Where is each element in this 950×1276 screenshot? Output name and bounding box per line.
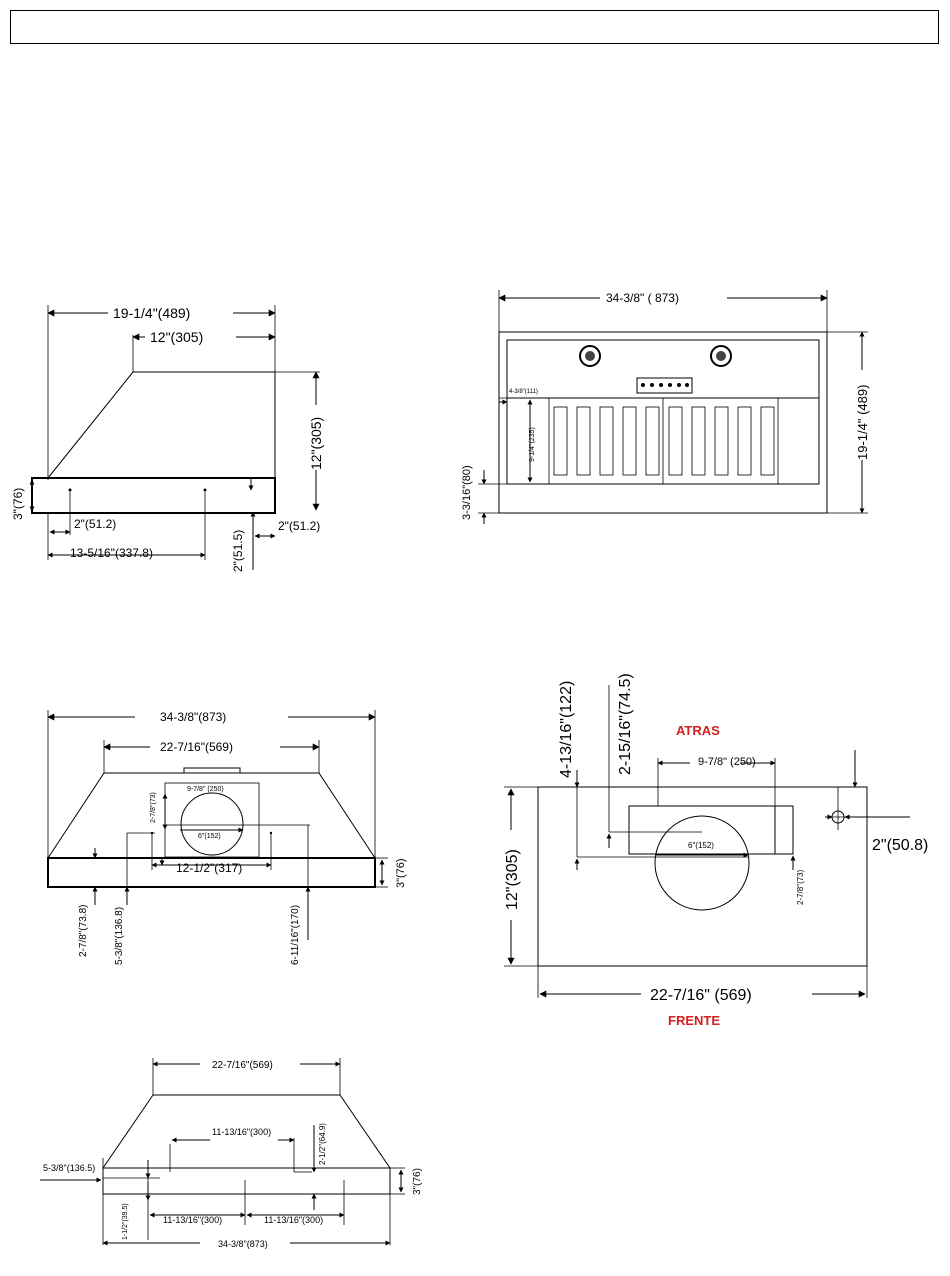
side-view: 19-1/4"(489) 12"(305) 12"(305) 3"(76) 2"… xyxy=(11,305,324,572)
top-left-offset: 2-7/8"(73.8) xyxy=(78,905,89,957)
top-duct-width: 9-7/8" (250) xyxy=(187,786,224,793)
top-band-height: 3"(76) xyxy=(395,858,407,888)
top-hole-span: 12-1/2"(317) xyxy=(176,861,242,875)
front-view: 34-3/8" ( 873) 4-3/8"(111) 9-1/4"(235) xyxy=(461,290,870,524)
plan-label-front: FRENTE xyxy=(668,1013,720,1028)
top-duct-diameter: 6"(152) xyxy=(198,833,221,840)
side-hole-span: 13-5/16"(337.8) xyxy=(70,546,153,560)
side-overall-depth: 19-1/4"(489) xyxy=(113,305,190,321)
bottom-view-band xyxy=(102,1167,391,1195)
front-outer xyxy=(498,331,828,514)
bottom-left-offset: 5-3/8"(136.5) xyxy=(43,1163,95,1173)
front-overall-height: 19-1/4" (489) xyxy=(855,385,870,460)
plan-width: 22-7/16" (569) xyxy=(650,987,752,1004)
plan-duct-width: 9-7/8" (250) xyxy=(698,756,756,768)
front-filter-height: 9-1/4"(235) xyxy=(529,427,536,462)
front-control-panel xyxy=(506,339,820,399)
plan-view: ATRAS 9-7/8" (250) 6"(152) 4-13/16"(122)… xyxy=(504,673,928,1028)
front-bottom-gap: 3-3/16"(80) xyxy=(461,465,473,520)
side-top-depth: 12"(305) xyxy=(150,329,203,345)
bottom-view-body xyxy=(102,1094,391,1169)
plan-duct-circle xyxy=(654,815,750,911)
plan-duct-diameter: 6"(152) xyxy=(688,841,714,850)
bottom-view: 22-7/16"(569) 11-13/16"(300) 2-1/2"(64.9… xyxy=(40,1058,423,1249)
bottom-overall-width: 34-3/8"(873) xyxy=(218,1239,268,1249)
side-rear-down: 2"(51.5) xyxy=(231,530,245,572)
bottom-small-rise: 1-1/2"(39.5) xyxy=(122,1203,129,1240)
plan-duct-offset: 2-7/8"(73) xyxy=(796,869,805,905)
plan-outer xyxy=(537,786,868,967)
bottom-span-left: 11-13/16"(300) xyxy=(163,1215,222,1225)
top-view: 34-3/8"(873) 22-7/16"(569) 9-7/8" (250) … xyxy=(47,710,407,965)
bottom-band-height: 3"(76) xyxy=(412,1168,423,1195)
bottom-small-offset: 2-1/2"(64.9) xyxy=(318,1123,327,1165)
side-view-body xyxy=(47,371,276,479)
plan-depth: 12"(305) xyxy=(504,849,521,910)
filter-slots xyxy=(553,406,775,476)
top-duct-circle xyxy=(180,792,244,856)
front-inset: 4-3/8"(111) xyxy=(509,389,538,395)
bottom-span-right: 11-13/16"(300) xyxy=(264,1215,323,1225)
front-overall-width: 34-3/8" ( 873) xyxy=(606,291,679,305)
top-left-hole: 5-3/8"(136.8) xyxy=(114,907,125,965)
plan-side-offset: 2"(50.8) xyxy=(872,837,928,854)
top-duct-offset: 2-7/8"(73) xyxy=(150,792,157,823)
plan-label-back: ATRAS xyxy=(676,723,720,738)
top-right-hole: 6-11/16"(170) xyxy=(290,905,301,965)
bottom-mid-span: 11-13/16"(300) xyxy=(212,1127,271,1137)
side-height: 12"(305) xyxy=(308,417,324,470)
header-frame xyxy=(10,10,939,44)
control-buttons xyxy=(636,377,693,394)
plan-dim-a: 4-13/16"(122) xyxy=(558,681,575,778)
side-front-offset: 2"(51.2) xyxy=(74,517,116,531)
bottom-top-width: 22-7/16"(569) xyxy=(212,1060,273,1071)
plan-dim-b: 2-15/16"(74.5) xyxy=(617,673,634,775)
top-width: 22-7/16"(569) xyxy=(160,740,233,754)
side-rear-offset: 2"(51.2) xyxy=(278,519,320,533)
side-view-band xyxy=(31,477,276,514)
side-band-height: 3"(76) xyxy=(11,488,25,520)
top-overall-width: 34-3/8"(873) xyxy=(160,710,226,724)
